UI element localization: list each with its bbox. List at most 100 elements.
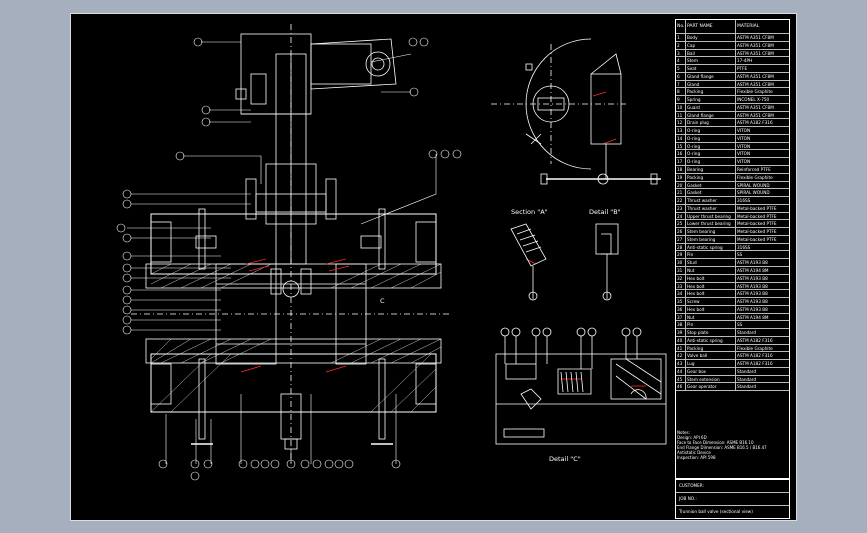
customer-field: CUSTOMER:	[676, 480, 789, 493]
bom-cell-no: 15	[676, 142, 686, 150]
bom-cell-part: O-ring	[686, 150, 736, 158]
bom-cell-part: Gasket	[686, 189, 736, 197]
bom-cell-material: ASTM A193 B8	[737, 260, 768, 266]
bom-cell-part: Stem	[686, 57, 736, 65]
bom-cell-no: 7	[676, 80, 686, 88]
bom-cell-no: 16	[676, 150, 686, 158]
bom-cell-material: ASTM A193 B8	[737, 291, 768, 297]
bom-cell-no: 29	[676, 251, 686, 259]
bom-cell-part: Gland	[686, 80, 736, 88]
bom-cell-material: Standard	[737, 384, 757, 390]
bom-cell-part: Hex bolt	[686, 274, 736, 282]
section-a-view	[510, 223, 547, 301]
bom-cell-part: Hex bolt	[686, 305, 736, 313]
bom-cell-material: SS	[737, 252, 743, 258]
stem-assembly	[245, 53, 337, 265]
bom-cell-material: ASTM A351 CF8M	[737, 35, 774, 40]
bom-cell-material: Flexible Graphite	[737, 345, 773, 351]
bom-cell-part: Gland flange	[686, 111, 736, 119]
bom-cell-no: 21	[676, 189, 686, 197]
bom-cell-no: 27	[676, 235, 686, 243]
bom-cell-no: 36	[676, 305, 686, 313]
note-line: Inspection: API 598	[677, 455, 716, 460]
bom-cell-part: O-ring	[686, 134, 736, 142]
note-line: Design: API 6D	[677, 435, 707, 440]
bom-cell-no: 19	[676, 173, 686, 181]
bom-cell-part: Guard	[686, 103, 736, 111]
bom-cell-material: ASTM A194 8M	[737, 314, 769, 320]
bom-cell-no: 3	[676, 49, 686, 57]
bom-cell-no: 39	[676, 329, 686, 336]
drawing-sheet: Section "A" Detail "B" Detail "C" C No. …	[70, 13, 797, 521]
notes-title: Notes:	[677, 430, 690, 435]
bom-cell-part: Bearing	[686, 166, 736, 173]
detail-c-view	[495, 327, 667, 445]
bom-cell-no: 5	[676, 65, 686, 72]
bom-cell-material: VITON	[737, 143, 751, 149]
bom-cell-no: 46	[676, 383, 686, 391]
bom-cell-part: O-ring	[686, 142, 736, 150]
bom-cell-material: ASTM A182 F316	[737, 361, 773, 367]
valve-body-section	[131, 24, 451, 464]
bom-cell-material: Flexible Graphite	[737, 89, 773, 95]
bom-cell-material: ASTM A182 F316	[737, 353, 773, 359]
description-field: Trunnion ball valve (sectional view)	[679, 509, 753, 514]
bom-cell-part: Body	[686, 34, 736, 41]
detail-c-marker: C	[380, 297, 385, 305]
bom-cell-no: 12	[676, 119, 686, 127]
bom-cell-no: 35	[676, 298, 686, 305]
bom-cell-material: ASTM A194 8M	[737, 267, 769, 273]
bom-cell-no: 1	[676, 34, 686, 41]
note-line: Antistatic Device	[677, 450, 711, 455]
bom-cell-material: ASTM A351 CF8M	[737, 73, 774, 79]
bom-cell-part: Lower thrust bearing	[686, 220, 736, 228]
bom-cell-material: Standard	[737, 368, 757, 374]
bom-cell-part: Thrust washer	[686, 197, 736, 204]
bom-cell-material: Reinforced PTFE	[737, 167, 771, 173]
bom-cell-material: INCONEL X-750	[737, 97, 770, 103]
bom-cell-no: 24	[676, 212, 686, 220]
body-hatching	[150, 263, 442, 413]
bom-cell-part: Packing	[686, 344, 736, 352]
bom-cell-part: Drain plug	[686, 119, 736, 127]
bom-cell-part: Gasket	[686, 181, 736, 189]
bom-cell-material: SPIRAL WOUND	[737, 190, 770, 196]
bom-cell-part: Nut	[686, 266, 736, 274]
part-balloons-main	[116, 37, 462, 481]
bom-cell-part: Stem extension	[686, 375, 736, 383]
detail-b-label: Detail "B"	[589, 208, 621, 216]
bom-cell-part: Spring	[686, 96, 736, 103]
bom-cell-no: 18	[676, 166, 686, 173]
bom-cell-part: Gland flange	[686, 72, 736, 80]
bom-cell-no: 32	[676, 274, 686, 282]
bom-cell-no: 44	[676, 367, 686, 375]
bom-cell-part: O-ring	[686, 127, 736, 134]
bom-cell-part: Cap	[686, 41, 736, 49]
bom-cell-no: 4	[676, 57, 686, 65]
bom-cell-material: 316SS	[737, 244, 751, 250]
bom-cell-no: 8	[676, 88, 686, 96]
